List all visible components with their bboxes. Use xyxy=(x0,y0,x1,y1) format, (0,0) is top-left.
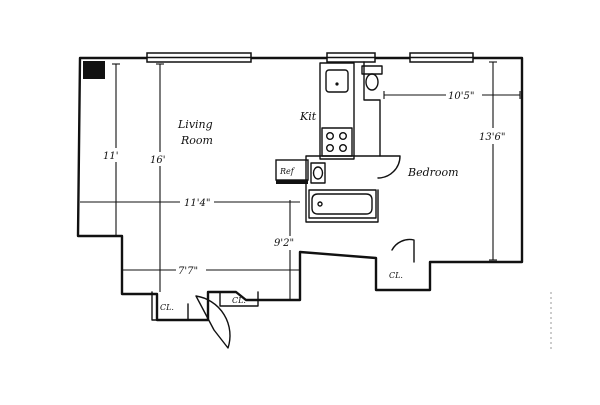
closet-door-2 xyxy=(375,257,431,291)
closet-door-1 xyxy=(195,295,231,349)
closets xyxy=(151,238,431,349)
dim-living-height-inner: 16' xyxy=(150,155,165,166)
bathroom-sink xyxy=(310,162,326,184)
dim-bedroom-width: 10'5" xyxy=(448,91,474,102)
dim-living-height-left: 11' xyxy=(103,151,118,162)
bathtub xyxy=(308,189,377,219)
dim-living-width: 11'4" xyxy=(184,198,210,209)
windows xyxy=(146,52,474,63)
kitchen-sink xyxy=(325,69,349,93)
dim-bedroom-height: 13'6" xyxy=(479,132,505,143)
dim-hall-depth: 9'2" xyxy=(274,238,294,249)
bathroom xyxy=(305,61,401,223)
kitchen-counter xyxy=(319,62,355,160)
refrigerator xyxy=(275,159,309,184)
dim-hall-width: 7'7" xyxy=(178,266,198,277)
toilet-bowl xyxy=(365,73,379,91)
label-kitchen: Kit xyxy=(299,110,317,123)
kitchen-stove xyxy=(321,127,353,157)
closet-door-3 xyxy=(391,238,415,263)
label-closet-3: CL. xyxy=(389,271,403,280)
label-refrigerator: Ref xyxy=(279,167,296,176)
label-living-room-2: Room xyxy=(180,134,213,147)
bathroom-door xyxy=(377,155,401,179)
column-block xyxy=(83,61,105,79)
label-bedroom: Bedroom xyxy=(407,166,459,179)
label-closet-2: CL. xyxy=(232,296,246,305)
label-living-room-1: Living xyxy=(177,118,213,131)
label-closet-1: CL. xyxy=(160,303,174,312)
kitchen-area xyxy=(319,62,355,160)
toilet-tank xyxy=(361,65,383,75)
